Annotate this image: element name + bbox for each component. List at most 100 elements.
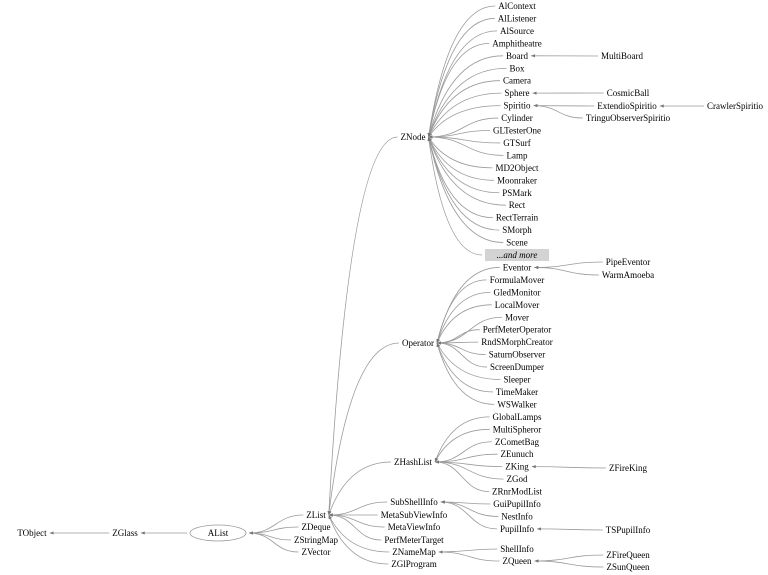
class-node-amphitheatre[interactable]: Amphitheatre	[492, 38, 541, 48]
inheritance-edge	[428, 130, 490, 139]
class-node-rnd-smorph-creator[interactable]: RndSMorphCreator	[481, 337, 553, 347]
class-node-zcomet-bag[interactable]: ZCometBag	[495, 437, 539, 447]
class-node-pipe-eventor[interactable]: PipeEventor	[606, 257, 651, 267]
class-node-al-source[interactable]: AlSource	[500, 26, 534, 36]
class-node-rect-terrain[interactable]: RectTerrain	[496, 213, 539, 223]
class-node-saturn-observer[interactable]: SaturnObserver	[489, 350, 545, 360]
class-node-extendio-spiritio[interactable]: ExtendioSpiritio	[597, 101, 657, 111]
class-node-pupil-info[interactable]: PupilInfo	[500, 524, 535, 534]
class-node-moonraker[interactable]: Moonraker	[497, 175, 537, 185]
class-node-eventor[interactable]: Eventor	[503, 262, 532, 272]
inheritance-edge	[328, 513, 382, 541]
class-node-gtsurf[interactable]: GTSurf	[503, 138, 531, 148]
class-node-smorph[interactable]: SMorph	[502, 225, 532, 235]
class-node-crawler-spiritio[interactable]: CrawlerSpiritio	[707, 101, 763, 111]
class-node-al-context[interactable]: AlContext	[498, 1, 536, 11]
class-node-lamp[interactable]: Lamp	[507, 150, 528, 160]
class-node-box[interactable]: Box	[509, 63, 525, 73]
class-node-shell-info[interactable]: ShellInfo	[500, 544, 534, 554]
inheritance-edge	[533, 104, 583, 119]
inheritance-edge	[327, 136, 398, 516]
class-node-zqueen[interactable]: ZQueen	[503, 556, 532, 566]
class-node-zfire-king[interactable]: ZFireKing	[609, 463, 647, 473]
class-node-mover[interactable]: Mover	[505, 312, 529, 322]
class-node-zeunuch[interactable]: ZEunuch	[501, 449, 534, 459]
inheritance-edge	[534, 265, 599, 276]
class-node-zking[interactable]: ZKing	[505, 462, 529, 472]
inheritance-edge	[428, 135, 504, 156]
class-node-multi-spheror[interactable]: MultiSpheror	[493, 424, 542, 434]
inheritance-edge	[436, 342, 493, 393]
class-node-zvector[interactable]: ZVector	[302, 547, 331, 557]
inheritance-edge	[436, 341, 486, 355]
and-more-box[interactable]	[485, 249, 549, 261]
class-node-perf-meter-operator[interactable]: PerfMeterOperator	[483, 325, 551, 335]
class-node-gui-pupil-info[interactable]: GuiPupilInfo	[493, 499, 541, 509]
class-node-cosmic-ball[interactable]: CosmicBall	[607, 88, 650, 98]
class-node-tobject[interactable]: TObject	[17, 528, 47, 538]
class-node-zname-map[interactable]: ZNameMap	[392, 547, 436, 557]
inheritance-edge	[248, 531, 292, 541]
class-node-zgl-program[interactable]: ZGlProgram	[391, 559, 437, 569]
class-node-sphere[interactable]: Sphere	[505, 88, 530, 98]
class-node-zfire-queen[interactable]: ZFireQueen	[606, 550, 650, 560]
class-node-sub-shell-info[interactable]: SubShellInfo	[390, 497, 438, 507]
class-node-global-lamps[interactable]: GlobalLamps	[493, 412, 542, 422]
inheritance-edge	[428, 67, 507, 138]
class-node-time-maker[interactable]: TimeMaker	[496, 387, 538, 397]
class-node-cylinder[interactable]: Cylinder	[501, 113, 533, 123]
class-node-tspupil-info[interactable]: TSPupilInfo	[606, 525, 651, 535]
class-node-operator[interactable]: Operator	[402, 338, 434, 348]
inheritance-edge	[328, 461, 392, 516]
inheritance-edge	[428, 136, 506, 206]
class-node-camera[interactable]: Camera	[503, 76, 531, 86]
class-node-gled-monitor[interactable]: GledMonitor	[494, 287, 541, 297]
class-node-warm-amoeba[interactable]: WarmAmoeba	[602, 270, 654, 280]
class-node-zsun-queen[interactable]: ZSunQueen	[607, 562, 650, 572]
class-node-spiritio[interactable]: Spiritio	[503, 101, 531, 111]
class-node-tringu-observer-spiritio[interactable]: TringuObserverSpiritio	[586, 113, 671, 123]
inheritance-edge	[427, 136, 504, 243]
class-node-sleeper[interactable]: Sleeper	[504, 375, 531, 385]
inheritance-edge	[328, 514, 390, 553]
inheritance-edge	[428, 136, 500, 194]
inheritance-edge	[434, 460, 489, 492]
class-node-multi-board[interactable]: MultiBoard	[601, 51, 643, 61]
class-node-zstring-map[interactable]: ZStringMap	[294, 535, 338, 545]
class-node-and-more[interactable]: ...and more	[497, 250, 538, 260]
class-node-gltester-one[interactable]: GLTesterOne	[493, 126, 541, 136]
class-node-psmark[interactable]: PSMark	[502, 188, 532, 198]
class-node-perf-meter-target[interactable]: PerfMeterTarget	[384, 535, 444, 545]
class-node-meta-view-info[interactable]: MetaViewInfo	[388, 522, 441, 532]
inheritance-edge	[438, 550, 500, 562]
inheritance-edge	[534, 554, 604, 563]
class-node-md2-object[interactable]: MD2Object	[496, 163, 539, 173]
class-node-screen-dumper[interactable]: ScreenDumper	[490, 362, 544, 372]
inheritance-edge	[534, 261, 603, 270]
class-node-zdeque[interactable]: ZDeque	[302, 522, 331, 532]
class-node-scene[interactable]: Scene	[506, 238, 528, 248]
inheritance-edge	[248, 526, 299, 535]
class-node-zglass[interactable]: ZGlass	[112, 528, 138, 538]
class-node-zgod[interactable]: ZGod	[507, 474, 528, 484]
class-node-local-mover[interactable]: LocalMover	[495, 300, 539, 310]
class-node-board[interactable]: Board	[506, 51, 528, 61]
class-node-nest-info[interactable]: NestInfo	[501, 511, 533, 521]
inheritance-edge	[248, 531, 299, 553]
class-node-wswalker[interactable]: WSWalker	[497, 399, 536, 409]
class-node-meta-sub-view-info[interactable]: MetaSubViewInfo	[381, 510, 448, 520]
class-node-alist[interactable]: AList	[208, 528, 229, 538]
class-node-zlist[interactable]: ZList	[306, 510, 326, 520]
inheritance-edge	[428, 105, 501, 138]
class-node-rect[interactable]: Rect	[509, 200, 526, 210]
inheritance-edge	[428, 55, 504, 138]
class-node-al-listener[interactable]: AlListener	[498, 13, 537, 23]
class-node-znode[interactable]: ZNode	[401, 132, 426, 142]
class-node-zhash-list[interactable]: ZHashList	[394, 457, 432, 467]
class-node-formula-mover[interactable]: FormulaMover	[490, 275, 545, 285]
inheritance-edge	[537, 527, 603, 531]
class-node-zrnr-mod-list[interactable]: ZRnrModList	[492, 487, 543, 497]
inheritance-edge	[328, 513, 385, 528]
